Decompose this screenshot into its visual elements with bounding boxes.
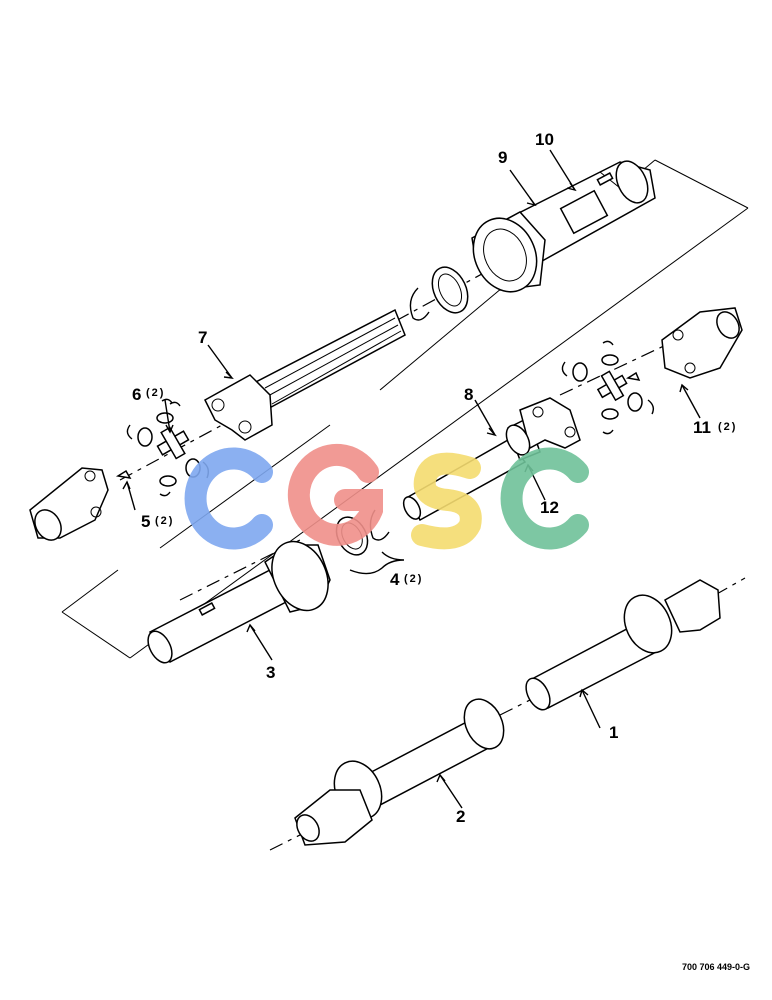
part-7-splined-shaft-yoke: [204, 308, 406, 441]
callout-10: 10: [535, 130, 554, 149]
part-11-outer-yoke-right: [661, 307, 743, 379]
callout-11: 11: [693, 418, 711, 437]
watermark-letter-s: [411, 452, 482, 550]
part-9-outer-shield-tube: [471, 160, 656, 293]
part-2-shaft-half: [294, 698, 505, 846]
callout-3: 3: [266, 663, 275, 682]
watermark-letter-c1: [184, 447, 273, 550]
leader-lines: [122, 149, 701, 809]
callout-1: 1: [609, 723, 618, 742]
retaining-rings-upper: [409, 266, 469, 321]
callout-2: 2: [456, 807, 465, 826]
callout-9: 9: [498, 148, 507, 167]
right-cross-kit: [561, 340, 655, 435]
qty-5: (2): [155, 515, 174, 527]
callout-6: 6: [132, 385, 141, 404]
qty-11: (2): [718, 421, 737, 433]
watermark-letter-c2: [500, 447, 589, 550]
qty-6: (2): [146, 387, 165, 399]
left-outer-yoke: [29, 467, 109, 541]
callout-5: 5: [141, 512, 150, 531]
qty-4: (2): [404, 573, 423, 585]
drawing-reference-number: 700 706 449-0-G: [681, 962, 750, 972]
watermark-letter-g: [287, 443, 383, 546]
cgsc-watermark-logo: [184, 443, 589, 550]
callout-8: 8: [464, 385, 473, 404]
part-1-shaft-half: [525, 579, 721, 711]
callout-7: 7: [198, 328, 207, 347]
callout-4: 4: [390, 570, 400, 589]
part-5-grease-fitting: [115, 469, 132, 479]
callout-12: 12: [540, 498, 559, 517]
part-3-shield-tube: [147, 540, 331, 664]
